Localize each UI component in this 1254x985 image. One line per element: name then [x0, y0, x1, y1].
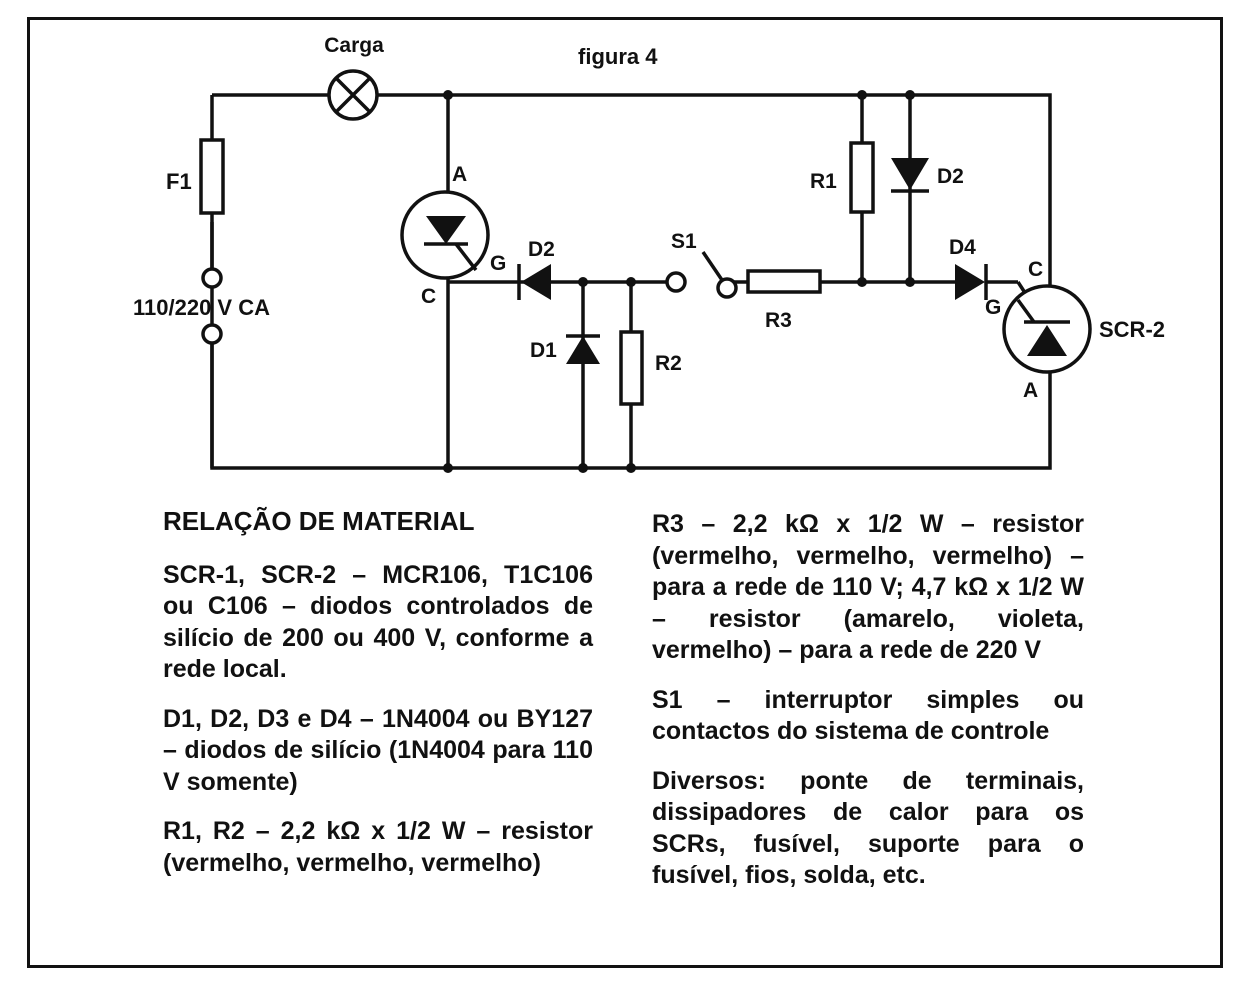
resistor-r1-symbol — [849, 141, 875, 214]
material-item-scr: SCR-1, SCR-2 – MCR106, T1C106 ou C106 – … — [163, 560, 593, 684]
junction-dot — [905, 90, 915, 100]
resistor-r2-symbol — [619, 330, 644, 406]
junction-dot — [905, 277, 915, 287]
material-item-misc: Diversos: ponte de terminais, dissipador… — [652, 766, 1084, 890]
diode-d2-left-symbol — [517, 264, 551, 300]
scr2-anode-label: A — [1023, 379, 1038, 402]
diode-d4-label: D4 — [949, 236, 976, 259]
resistor-r1-label: R1 — [810, 170, 837, 193]
scr2-gate-label: G — [985, 296, 1001, 319]
diode-d2-left-label: D2 — [528, 238, 555, 261]
material-item-s1: S1 – interruptor simples ou contactos do… — [652, 685, 1084, 746]
figure-frame — [27, 17, 1223, 968]
scr1-anode-label: A — [452, 163, 467, 186]
material-item-r3: R3 – 2,2 kΩ x 1/2 W – resistor (vermelho… — [652, 510, 1084, 664]
junction-dot — [857, 90, 867, 100]
load-label: Carga — [324, 34, 384, 57]
resistor-r2-label: R2 — [655, 352, 682, 375]
fuse-symbol — [199, 138, 225, 215]
material-item-diodes: D1, D2, D3 e D4 – 1N4004 ou BY127 – diod… — [163, 704, 593, 796]
diode-d1-label: D1 — [530, 339, 557, 362]
junction-dot — [443, 90, 453, 100]
scr1-cathode-label: C — [421, 285, 436, 308]
junction-dot — [857, 277, 867, 287]
material-item-r1-r2: R1, R2 – 2,2 kΩ x 1/2 W – resistor (verm… — [163, 817, 593, 877]
scr2-name-label: SCR-2 — [1099, 317, 1165, 342]
diode-d4-symbol — [955, 264, 988, 300]
scr2-cathode-label: C — [1028, 258, 1043, 281]
supply-label: 110/220 V CA — [133, 295, 270, 320]
junction-dot — [626, 463, 636, 473]
materials-heading: RELAÇÃO DE MATERIAL — [163, 506, 475, 536]
lamp-symbol — [327, 69, 379, 121]
resistor-r3-label: R3 — [765, 309, 792, 332]
diode-d1-symbol — [566, 334, 600, 364]
switch-s1-symbol — [665, 251, 738, 299]
junction-dot — [578, 463, 588, 473]
scr1-gate-label: G — [490, 252, 506, 275]
materials-left-column: RELAÇÃO DE MATERIAL SCR-1, SCR-2 – MCR10… — [163, 506, 593, 879]
materials-right-column: R3 – 2,2 kΩ x 1/2 W – resistor (vermelho… — [652, 509, 1084, 892]
junction-dot — [626, 277, 636, 287]
junction-dot — [443, 463, 453, 473]
diode-d2-top-symbol — [891, 158, 929, 193]
switch-s1-label: S1 — [671, 230, 697, 253]
fuse-label: F1 — [166, 169, 192, 194]
junctions — [443, 90, 915, 473]
figure-title: figura 4 — [578, 44, 658, 69]
terminal-symbol — [201, 323, 223, 345]
resistor-r3-symbol — [746, 269, 822, 294]
scr2-symbol — [1002, 284, 1092, 374]
terminal-symbol — [201, 267, 223, 289]
scr1-symbol — [400, 190, 490, 280]
diode-d2-top-label: D2 — [937, 165, 964, 188]
junction-dot — [578, 277, 588, 287]
